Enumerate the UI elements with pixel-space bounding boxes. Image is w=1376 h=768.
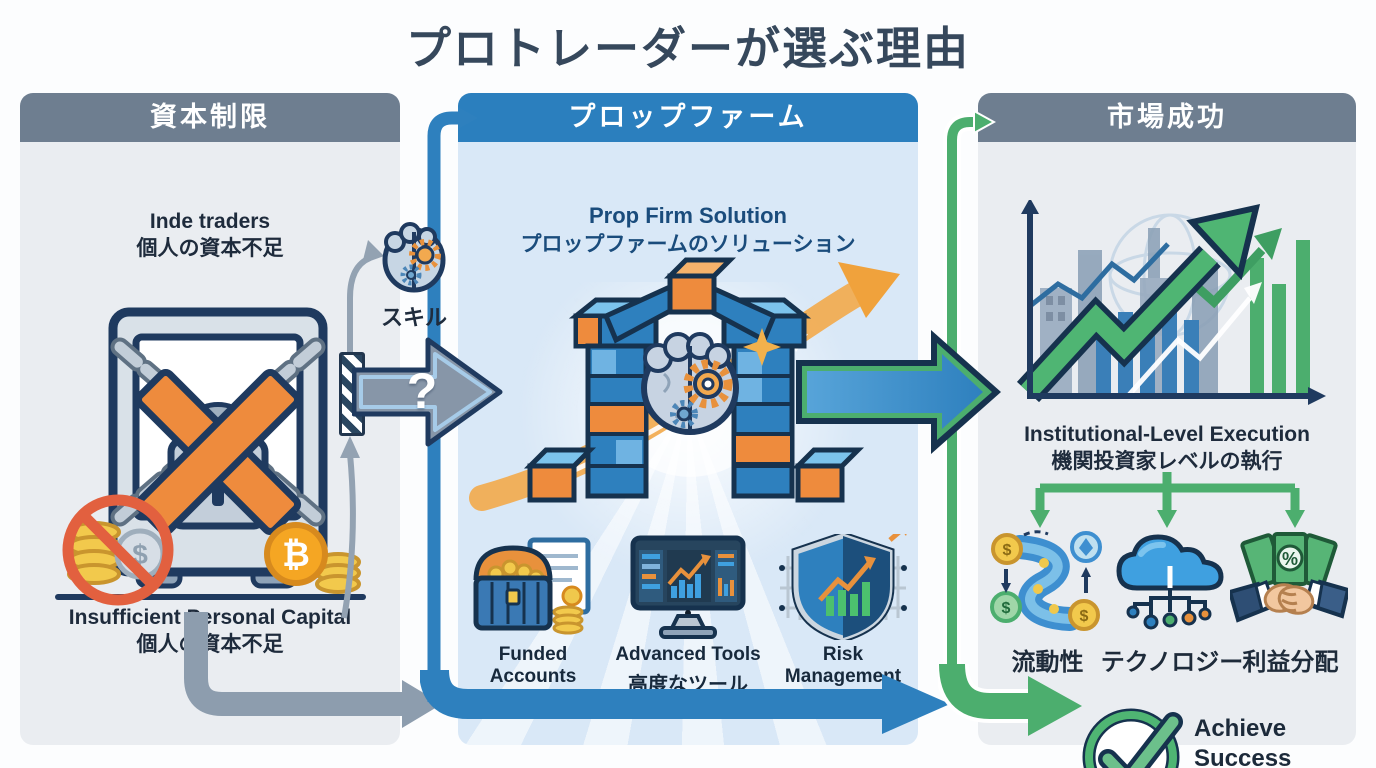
capital-limit-body: Inde traders 個人の資本不足 — [20, 142, 400, 745]
success-arrow — [938, 664, 1082, 736]
capital-flow-arrow — [184, 612, 442, 728]
insufficient-capital-caption: Insufficient Personal Capital 個人の資本不足 — [68, 606, 352, 657]
skill-brain-icon — [382, 222, 446, 293]
prop-firm-panel: プロップファーム Prop Firm Solution プロップファームのソリュ… — [458, 93, 918, 745]
benefits-branch-arrow — [1030, 472, 1305, 528]
svg-text:$: $ — [1080, 608, 1089, 625]
svg-text:$: $ — [1002, 600, 1011, 617]
prop-firm-body: Prop Firm Solution プロップファームのソリューション — [458, 142, 918, 745]
benefit-profit-sharing-label: 利益分配 — [1242, 649, 1339, 676]
independent-traders-caption: Inde traders 個人の資本不足 — [136, 210, 284, 261]
market-growth-chart-icon — [1016, 200, 1326, 405]
capital-limit-header: 資本制限 — [20, 93, 400, 142]
shield-chart-icon — [779, 534, 907, 640]
thin-gray-arrows — [340, 240, 384, 619]
question-arrow — [352, 337, 503, 447]
page-title: プロトレーダーが選ぶ理由 — [405, 23, 970, 74]
brain-gears-icon — [641, 332, 739, 435]
market-success-body: Institutional-Level Execution 機関投資家レベルの執… — [978, 142, 1356, 768]
right-pillar — [696, 297, 812, 499]
check-circle-icon — [1082, 708, 1183, 768]
small-cube-right — [791, 447, 865, 503]
svg-text:₿: ₿ — [282, 536, 310, 574]
feature-risk-management: Risk Management リスク管理 — [778, 534, 908, 719]
chained-vault-icon: $ ₿ — [55, 307, 366, 606]
benefit-technology-label: テクノロジー — [1100, 649, 1244, 676]
apex-cube — [663, 257, 737, 315]
bottom-flow-arrow — [420, 669, 950, 734]
profit-bills: % — [1240, 532, 1338, 589]
handshake-hands — [1230, 579, 1348, 623]
success-path-line — [943, 109, 996, 698]
capital-limit-panel: 資本制限 Inde traders 個人の資本不足 — [20, 93, 400, 745]
skill-label: スキル — [380, 305, 447, 330]
gateway-icon — [469, 257, 900, 511]
small-cube-left — [523, 447, 597, 503]
left-pillar — [568, 297, 684, 499]
chart-axes — [1021, 200, 1326, 405]
market-success-panel: 市場成功 — [978, 93, 1356, 768]
prop-firm-subtitle: Prop Firm Solution プロップファームのソリューション — [520, 203, 856, 256]
chart-bars — [1096, 240, 1310, 396]
cloud-circuit-icon — [1116, 534, 1224, 630]
prop-to-market-arrow — [796, 330, 1001, 454]
benefit-liquidity-label: 流動性 — [1011, 649, 1084, 676]
cross-x-icon — [134, 368, 302, 536]
liquidity-flow-icon: $ $ $ — [990, 530, 1102, 631]
market-success-header: 市場成功 — [978, 93, 1356, 142]
skill-path-arrow — [427, 107, 478, 702]
success-caption: Achieve Success 成功の実現 — [1194, 715, 1292, 768]
handshake-profit-icon: % — [1230, 532, 1348, 623]
prop-firm-header: プロップファーム — [458, 93, 918, 142]
big-growth-arrow — [1016, 204, 1261, 403]
svg-text:$: $ — [1003, 542, 1012, 559]
no-cash-icon: $ — [62, 494, 174, 606]
trading-monitor-icon — [630, 535, 746, 639]
execution-caption: Institutional-Level Execution 機関投資家レベルの執… — [1024, 423, 1310, 473]
treasure-chest-icon — [473, 537, 591, 635]
svg-text:%: % — [1282, 549, 1298, 569]
question-mark: ? — [406, 363, 438, 419]
